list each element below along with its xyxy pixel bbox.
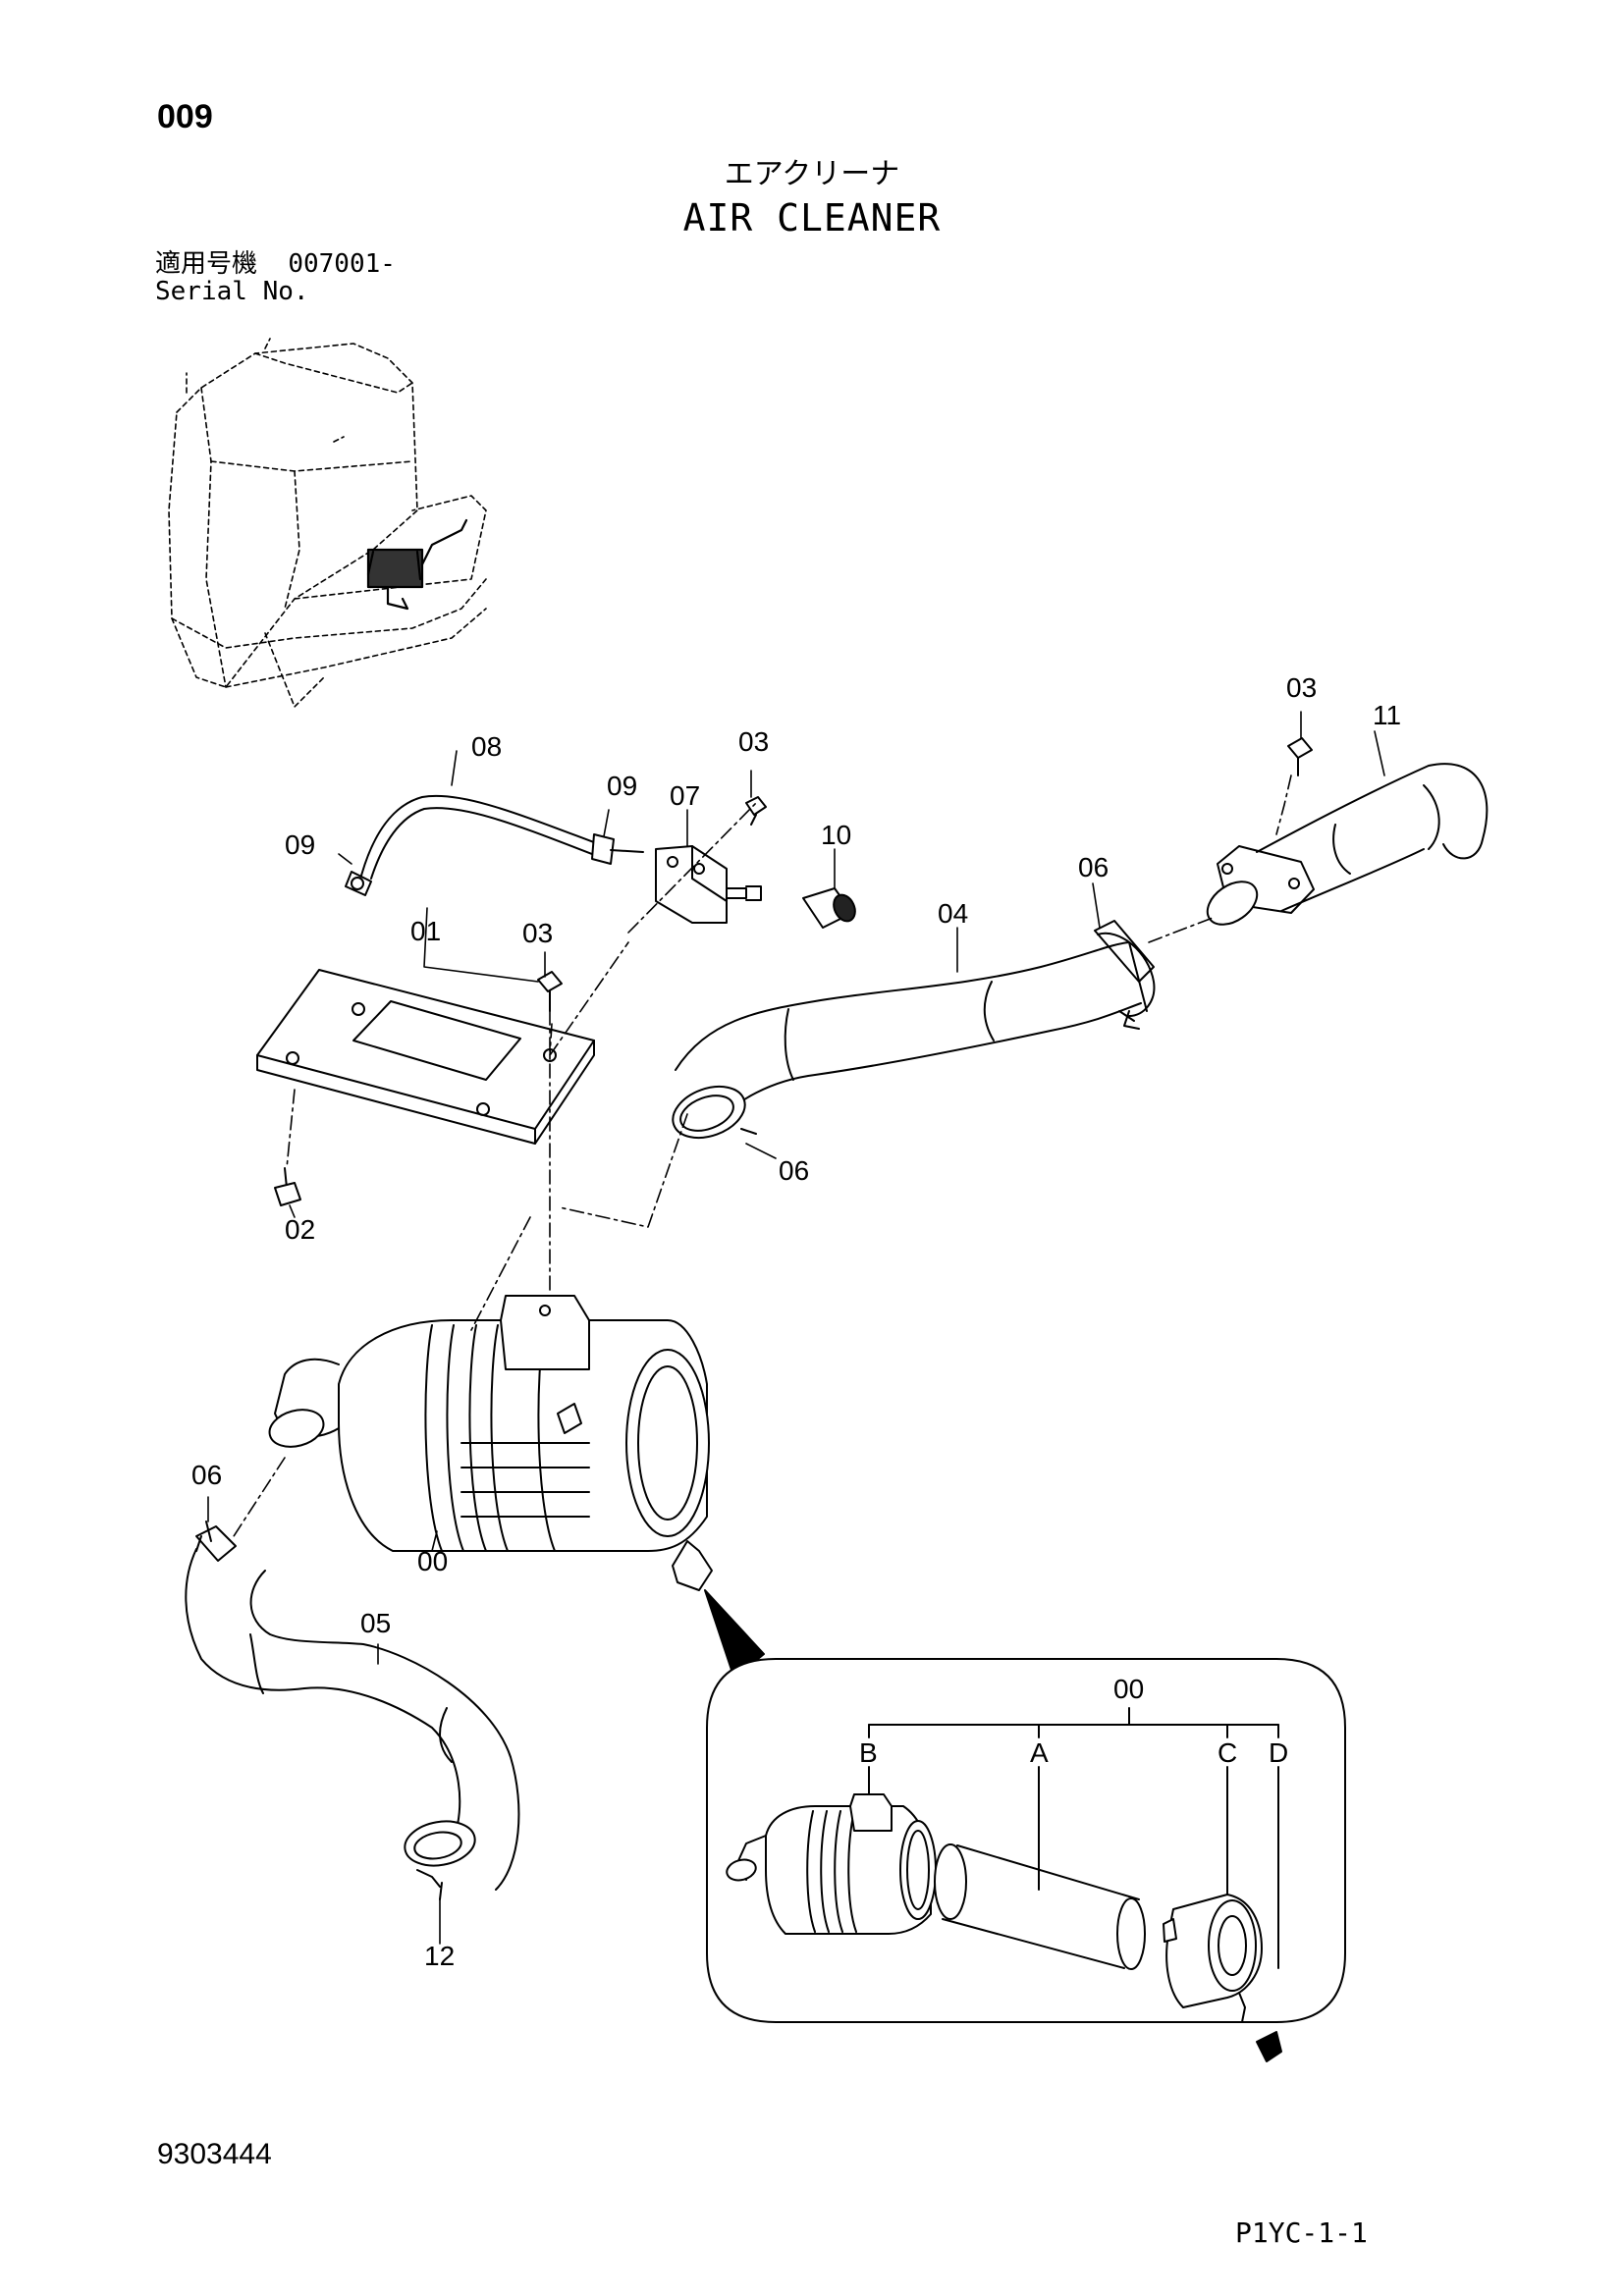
document-number: 9303444: [157, 2138, 272, 2170]
callout-02: 02: [285, 1214, 315, 1245]
callout-06-right: 06: [1078, 852, 1109, 882]
callout-12: 12: [424, 1941, 455, 1971]
serial-block: 適用号機 007001- Serial No.: [155, 250, 396, 305]
inset-callout-c: C: [1218, 1737, 1237, 1768]
title-japanese: エアクリーナ: [724, 157, 900, 191]
bolt-03-right: [1287, 737, 1313, 776]
clamp-06-lower: [740, 1128, 757, 1135]
callout-08: 08: [471, 731, 502, 762]
callout-03-right: 03: [1286, 672, 1317, 703]
page-title: AIR CLEANER: [682, 196, 942, 240]
inset-callout-a: A: [1030, 1737, 1049, 1768]
callout-03-mid: 03: [522, 918, 553, 948]
callout-09-left: 09: [285, 829, 315, 860]
sheet-code: P1YC-1-1: [1235, 2216, 1368, 2249]
hose-08: [345, 794, 644, 896]
inset-callout-00: 00: [1113, 1674, 1144, 1704]
applicable-label: 適用号機: [155, 249, 258, 279]
bolt-03-top: [745, 796, 767, 826]
callout-06-duct: 06: [779, 1155, 809, 1186]
callout-04: 04: [938, 898, 968, 929]
callout-07: 07: [670, 780, 700, 811]
callout-11: 11: [1373, 700, 1401, 730]
plate-01: [256, 969, 595, 1145]
serial-label: Serial No.: [155, 277, 309, 306]
cap-10: [802, 887, 856, 929]
bolt-03-mid: [537, 971, 563, 1012]
serial-range: 007001-: [288, 249, 396, 279]
callout-05: 05: [360, 1608, 391, 1638]
callout-00: 00: [417, 1546, 448, 1576]
callout-10: 10: [821, 820, 851, 850]
inset-callout-d: D: [1269, 1737, 1288, 1768]
callout-leaders: [207, 711, 1385, 1945]
callout-03-top: 03: [738, 726, 769, 757]
bolt-02: [274, 1167, 301, 1206]
inset-callout-b: B: [859, 1737, 878, 1768]
excavator-location-icon: [168, 338, 487, 708]
callout-09-top: 09: [607, 771, 637, 801]
callout-01: 01: [410, 916, 441, 946]
pipe-11: [1206, 763, 1489, 926]
duct-04: [672, 932, 1156, 1140]
detail-inset: [706, 1658, 1346, 2062]
air-cleaner-assembly: [268, 1295, 713, 1591]
page-number: 009: [157, 98, 213, 135]
bracket-07: [655, 845, 762, 924]
engine-thumbnail: [366, 518, 468, 611]
callout-06-left: 06: [191, 1460, 222, 1490]
dashed-leaders: [233, 774, 1292, 1537]
hose-05: [185, 1521, 520, 1900]
clamp-06-right: [1094, 920, 1155, 1022]
